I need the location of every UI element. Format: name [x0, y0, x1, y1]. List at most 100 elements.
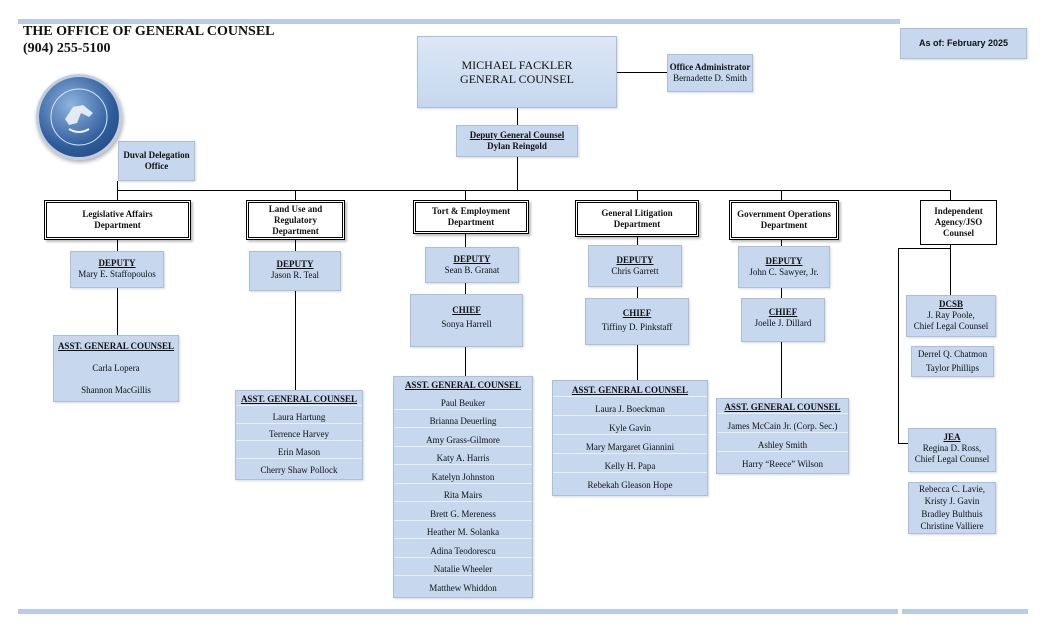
dept-tort-employment: Tort & Employment Department [413, 200, 529, 234]
office-administrator-name: Bernadette D. Smith [673, 73, 747, 83]
agc-name: Heather M. Solanka [394, 527, 532, 540]
agc-name: Terrence Harvey [236, 429, 362, 442]
city-seal-logo [36, 74, 122, 160]
chief-label: CHIEF [768, 307, 798, 317]
dept-government-operations: Government Operations Department [729, 200, 839, 240]
deputy-box: DEPUTY Chris Garrett [588, 245, 682, 287]
agc-label: ASST. GENERAL COUNSEL [553, 385, 707, 397]
top-band [18, 19, 900, 24]
agc-name: Natalie Wheeler [394, 564, 532, 577]
agc-box: ASST. GENERAL COUNSEL Laura Hartung Terr… [235, 390, 363, 480]
dept-line2: Department [613, 218, 661, 229]
dcsb-staff-box: Derrel Q. Chatmon Taylor Phillips [911, 346, 994, 377]
agc-name: Adina Teodorescu [394, 546, 532, 558]
phone-number: (904) 255-5100 [23, 41, 111, 56]
dept-line1: Legislative Affairs [82, 209, 153, 219]
dept-line1: Government Operations [737, 209, 831, 219]
dept-line2: Department [94, 220, 141, 230]
staff-name: Christine Valliere [920, 521, 984, 532]
agc-name: Rita Mairs [394, 490, 532, 503]
deputy-box: DEPUTY Mary E. Staffopoulos [70, 251, 164, 288]
bus-drop-3 [465, 190, 466, 200]
deputy-label: DEPUTY [276, 259, 314, 269]
dept-general-litigation: General Litigation Department [575, 200, 699, 237]
general-counsel-box: MICHAEL FACKLER GENERAL COUNSEL [417, 36, 617, 108]
chief-name: Sonya Harrell [441, 319, 492, 329]
chief-label: CHIEF [452, 305, 481, 315]
staff-name: Rebecca C. Lavie, [919, 483, 985, 494]
agc-name: Carla Lopera [92, 362, 140, 373]
dept-line2: Regulatory [274, 214, 317, 225]
staff-name: Taylor Phillips [925, 363, 980, 374]
bottom-band-right [902, 609, 1028, 614]
chief-box: CHIEF Sonya Harrell [410, 294, 523, 347]
dept-line3: Department [272, 225, 319, 236]
agc-box: ASST. GENERAL COUNSEL Carla Lopera Shann… [53, 335, 179, 402]
connector [950, 245, 951, 295]
jea-box: JEA Regina D. Ross, Chief Legal Counsel [908, 428, 996, 472]
agc-name: Matthew Whiddon [429, 582, 497, 593]
deputy-name: John C. Sawyer, Jr. [749, 267, 819, 277]
dept-line1: General Litigation [601, 207, 673, 218]
staff-name: Derrel Q. Chatmon [917, 348, 988, 359]
agc-name: Cherry Shaw Pollock [260, 465, 338, 476]
dept-independent-agency: Independent Agency/JSO Counsel [920, 200, 997, 245]
connector [898, 443, 908, 444]
jea-title: JEA [943, 432, 961, 442]
agc-name: Laura J. Boeckman [553, 404, 707, 416]
deputy-box: DEPUTY John C. Sawyer, Jr. [738, 246, 830, 288]
agc-name: Harry “Reece” Wilson [742, 458, 823, 469]
agc-name: Brianna Deuerling [394, 416, 532, 429]
agc-name: Brett G. Mereness [394, 509, 532, 521]
agc-box: ASST. GENERAL COUNSEL James McCain Jr. (… [716, 398, 849, 474]
as-of-text: As of: February 2025 [918, 38, 1009, 48]
jea-line2: Chief Legal Counsel [914, 454, 990, 464]
bus-drop-1 [117, 181, 118, 200]
agc-name: Amy Grass-Gilmore [394, 435, 532, 447]
dept-line2: Department [447, 217, 495, 227]
dept-land-use: Land Use and Regulatory Department [246, 200, 345, 240]
deputy-label: DEPUTY [453, 254, 491, 264]
office-administrator-title: Office Administrator [669, 62, 751, 72]
deputy-general-counsel-title: Deputy General Counsel [469, 130, 565, 140]
staff-name: Kristy J. Gavin [924, 496, 980, 507]
deputy-box: DEPUTY Jason R. Teal [249, 251, 341, 291]
agc-name: Shannon MacGillis [81, 384, 151, 395]
duval-delegation-line2: Office [144, 161, 169, 171]
seal-emblem-icon [50, 88, 108, 146]
agc-box: ASST. GENERAL COUNSEL Laura J. Boeckman … [552, 380, 708, 496]
agc-label: ASST. GENERAL COUNSEL [717, 402, 848, 415]
agc-name: Ashley Smith [717, 440, 848, 452]
agc-name: Katy A. Harris [394, 453, 532, 466]
agc-name: Katelyn Johnston [394, 472, 532, 484]
bus-drop-4 [637, 190, 638, 200]
agc-name: Kelly H. Papa [553, 461, 707, 474]
agc-name: Laura Hartung [236, 412, 362, 424]
agc-name: Kyle Gavin [553, 423, 707, 435]
bus-drop-5 [781, 190, 782, 200]
deputy-general-counsel-name: Dylan Reingold [487, 141, 547, 151]
deputy-label: DEPUTY [616, 255, 654, 265]
gc-to-deputy-connector [517, 108, 518, 125]
deputy-box: DEPUTY Sean B. Granat [425, 247, 519, 283]
as-of-date: As of: February 2025 [900, 28, 1027, 59]
dept-legislative-affairs: Legislative Affairs Department [44, 200, 191, 240]
chief-label: CHIEF [622, 308, 652, 318]
dept-line1: Land Use and [268, 203, 323, 214]
dcsb-line1: J. Ray Poole, [927, 310, 975, 320]
chief-name: Tiffiny D. Pinkstaff [601, 322, 673, 332]
deputy-name: Mary E. Staffopoulos [78, 269, 156, 279]
agc-name: Paul Beuker [394, 398, 532, 410]
general-counsel-name: MICHAEL FACKLER [461, 58, 573, 72]
connector [295, 240, 296, 390]
deputy-name: Sean B. Granat [444, 265, 500, 275]
page-title: THE OFFICE OF GENERAL COUNSEL [23, 24, 275, 39]
dcsb-line2: Chief Legal Counsel [913, 321, 989, 331]
deputy-general-counsel-box: Deputy General Counsel Dylan Reingold [456, 125, 578, 157]
deputy-name: Chris Garrett [611, 266, 659, 276]
bus-drop-2 [295, 190, 296, 200]
agc-name: Erin Mason [236, 447, 362, 460]
duval-delegation-box: Duval Delegation Office [118, 141, 195, 181]
dept-line1: Tort & Employment [431, 206, 511, 216]
general-counsel-title: GENERAL COUNSEL [460, 72, 574, 86]
